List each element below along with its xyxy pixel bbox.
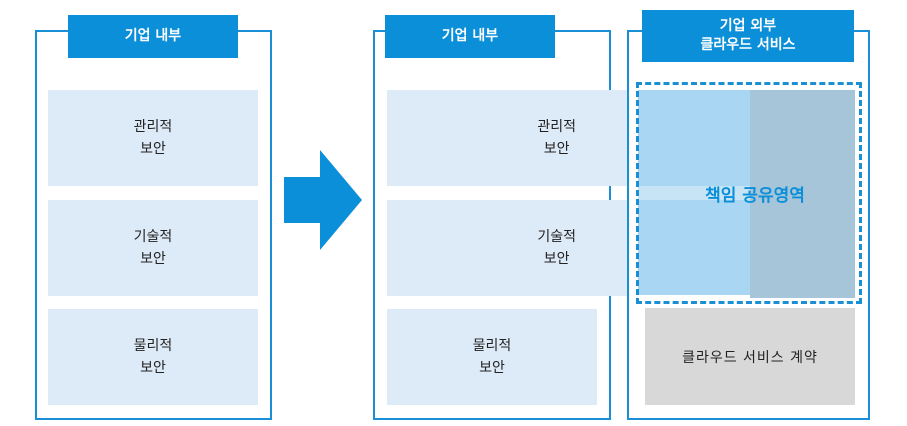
- right-panel-header: 기업 외부 클라우드 서비스: [642, 10, 854, 62]
- shared-zone-dark-fill: [750, 90, 855, 298]
- middle-cell-tech: 기술적 보안: [387, 200, 632, 296]
- middle-cell-tech-label: 기술적 보안: [537, 228, 576, 267]
- middle-cell-phys-label: 물리적 보안: [472, 337, 512, 376]
- middle-cell-admin-label: 관리적 보안: [537, 118, 576, 157]
- shared-zone-label: 책임 공유영역: [705, 185, 805, 206]
- left-cell-admin: 관리적 보안: [48, 90, 258, 186]
- left-cell-tech-label: 기술적 보안: [133, 228, 173, 267]
- left-cell-tech: 기술적 보안: [48, 200, 258, 296]
- left-cell-phys-label: 물리적 보안: [133, 337, 173, 376]
- middle-cell-phys: 물리적 보안: [387, 309, 597, 405]
- right-arrow-icon: [284, 150, 362, 250]
- left-cell-phys: 물리적 보안: [48, 309, 258, 405]
- shared-responsibility-zone: [636, 82, 862, 304]
- middle-panel-header: 기업 내부: [385, 15, 555, 58]
- left-panel-header: 기업 내부: [68, 15, 238, 58]
- cloud-service-contract: 클라우드 서비스 계약: [645, 308, 855, 405]
- left-cell-admin-label: 관리적 보안: [133, 118, 173, 157]
- right-panel-header-line1: 기업 외부: [719, 18, 777, 35]
- right-panel-header-line2: 클라우드 서비스: [700, 37, 796, 53]
- middle-cell-admin: 관리적 보안: [387, 90, 632, 186]
- shared-zone-gap: [638, 186, 750, 200]
